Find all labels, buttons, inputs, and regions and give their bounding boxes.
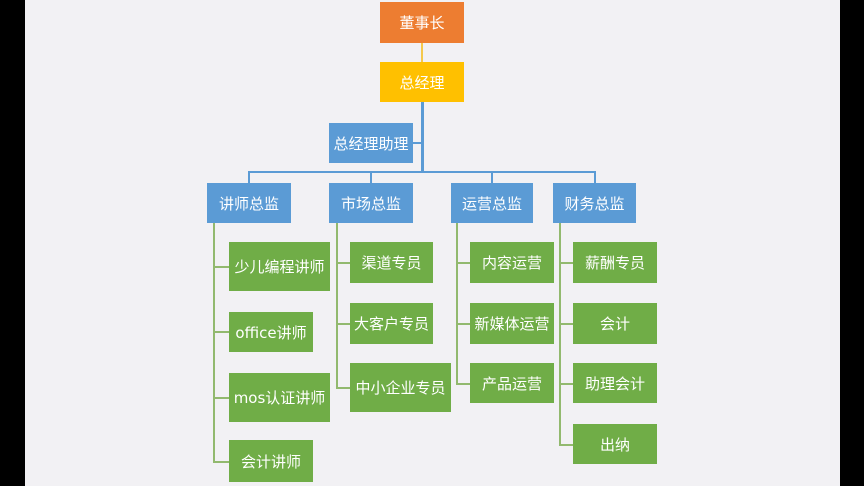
connector — [456, 323, 470, 325]
connector — [248, 171, 250, 183]
connector — [421, 43, 423, 62]
node-staff: 中小企业专员 — [350, 363, 451, 412]
connector — [213, 266, 229, 268]
connector — [370, 171, 372, 183]
connector — [213, 397, 229, 399]
node-staff: 产品运营 — [470, 363, 554, 403]
node-staff: mos认证讲师 — [229, 373, 330, 422]
node-gm: 总经理 — [380, 62, 464, 102]
connector — [249, 171, 595, 173]
connector — [559, 444, 573, 446]
node-staff: 内容运营 — [470, 242, 554, 283]
connector — [456, 383, 470, 385]
connector — [213, 331, 229, 333]
connector — [336, 223, 338, 388]
node-staff: 大客户专员 — [350, 303, 433, 344]
connector — [559, 262, 573, 264]
node-staff: 渠道专员 — [350, 242, 433, 283]
connector — [213, 461, 229, 463]
connector — [456, 223, 458, 384]
node-staff: 会计讲师 — [229, 440, 313, 482]
node-staff: 出纳 — [573, 424, 657, 464]
node-chairman: 董事长 — [380, 2, 464, 43]
connector — [421, 102, 424, 173]
node-staff: 会计 — [573, 303, 657, 344]
node-staff: office讲师 — [229, 312, 313, 352]
connector — [456, 262, 470, 264]
node-staff: 助理会计 — [573, 363, 657, 403]
node-director-marketing: 市场总监 — [329, 183, 413, 223]
connector — [413, 142, 422, 144]
connector — [491, 171, 493, 183]
node-director-teaching: 讲师总监 — [207, 183, 291, 223]
connector — [559, 223, 561, 445]
connector — [559, 383, 573, 385]
connector — [336, 387, 350, 389]
connector — [213, 223, 215, 462]
node-director-finance: 财务总监 — [553, 183, 636, 223]
node-staff: 薪酬专员 — [573, 242, 657, 283]
connector — [336, 262, 350, 264]
node-staff: 新媒体运营 — [470, 303, 554, 344]
node-gm-assistant: 总经理助理 — [329, 123, 413, 163]
node-director-operations: 运营总监 — [451, 183, 533, 223]
node-staff: 少儿编程讲师 — [229, 242, 330, 291]
connector — [559, 323, 573, 325]
connector — [336, 323, 350, 325]
connector — [594, 171, 596, 183]
